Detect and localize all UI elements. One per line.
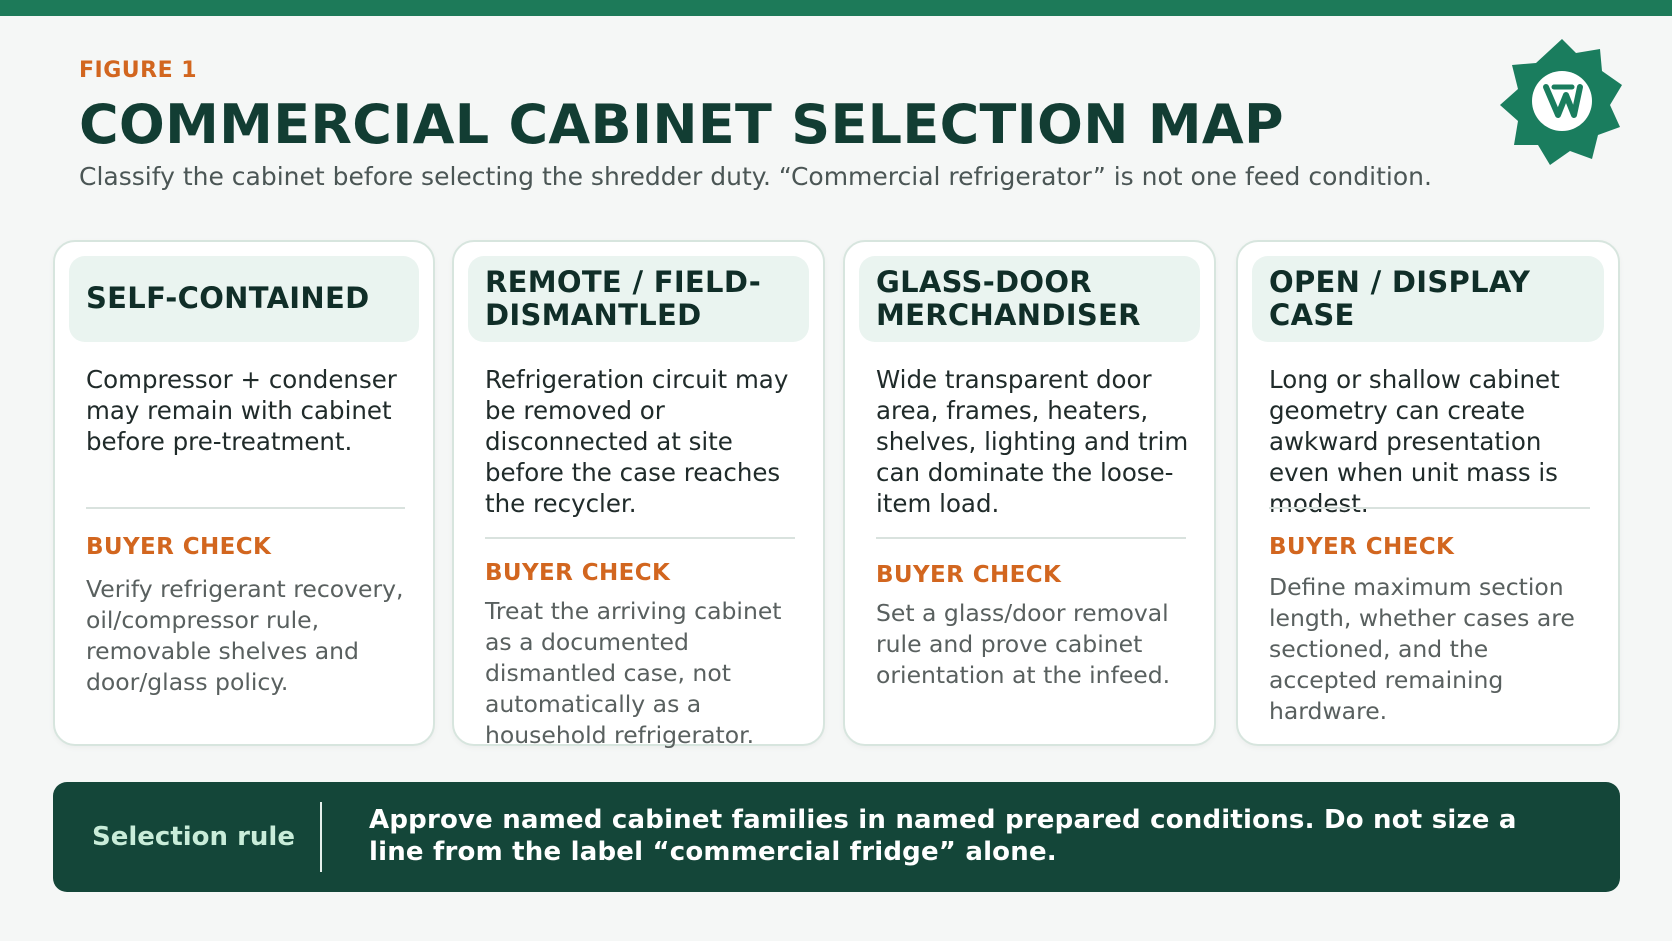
selection-rule-text: Approve named cabinet families in named … xyxy=(369,805,1517,867)
top-accent-bar xyxy=(0,0,1672,16)
card-divider xyxy=(86,507,405,509)
buyer-check-text: Verify refrigerant recovery, oil/compres… xyxy=(86,575,404,696)
buyer-check-label: BUYER CHECK xyxy=(485,560,671,586)
card-divider xyxy=(485,537,795,539)
header: FIGURE 1 COMMERCIAL CABINET SELECTION MA… xyxy=(79,58,1479,191)
card-header: OPEN / DISPLAY CASE xyxy=(1252,256,1604,342)
card-divider xyxy=(876,537,1186,539)
buyer-check-text: Treat the arriving cabinet as a document… xyxy=(485,597,782,749)
card-title: GLASS-DOOR MERCHANDISER xyxy=(876,264,1141,332)
rule-separator xyxy=(320,802,322,872)
card-description: Wide transparent door area, frames, heat… xyxy=(876,365,1189,518)
page-subtitle: Classify the cabinet before selecting th… xyxy=(79,161,1432,191)
buyer-check-label: BUYER CHECK xyxy=(86,534,272,560)
shredder-gear-logo-icon xyxy=(1496,35,1628,167)
buyer-check-label: BUYER CHECK xyxy=(1269,534,1455,560)
card-header: SELF-CONTAINED xyxy=(69,256,419,342)
card-title: OPEN / DISPLAY CASE xyxy=(1269,264,1531,332)
selection-rule-label: Selection rule xyxy=(92,822,295,852)
buyer-check-text: Set a glass/door removal rule and prove … xyxy=(876,599,1171,689)
buyer-check-text: Define maximum section length, whether c… xyxy=(1269,573,1575,725)
card-description: Long or shallow cabinet geometry can cre… xyxy=(1269,365,1560,518)
card-title: SELF-CONTAINED xyxy=(86,281,370,316)
buyer-check-label: BUYER CHECK xyxy=(876,562,1062,588)
card-header: REMOTE / FIELD-DISMANTLED xyxy=(468,256,809,342)
card-self-contained: SELF-CONTAINED Compressor + condenser ma… xyxy=(53,240,435,746)
card-open-display-case: OPEN / DISPLAY CASE Long or shallow cabi… xyxy=(1236,240,1620,746)
card-description: Compressor + condenser may remain with c… xyxy=(86,365,397,456)
card-glass-door-merchandiser: GLASS-DOOR MERCHANDISER Wide transparent… xyxy=(843,240,1216,746)
card-remote-field-dismantled: REMOTE / FIELD-DISMANTLED Refrigeration … xyxy=(452,240,825,749)
selection-rule-banner: Selection rule Approve named cabinet fam… xyxy=(53,782,1620,892)
page-title: COMMERCIAL CABINET SELECTION MAP xyxy=(79,93,1284,156)
card-header: GLASS-DOOR MERCHANDISER xyxy=(859,256,1200,342)
figure-label: FIGURE 1 xyxy=(79,58,198,83)
card-title: REMOTE / FIELD-DISMANTLED xyxy=(485,264,762,332)
card-divider xyxy=(1269,507,1590,509)
card-description: Refrigeration circuit may be removed or … xyxy=(485,365,789,518)
